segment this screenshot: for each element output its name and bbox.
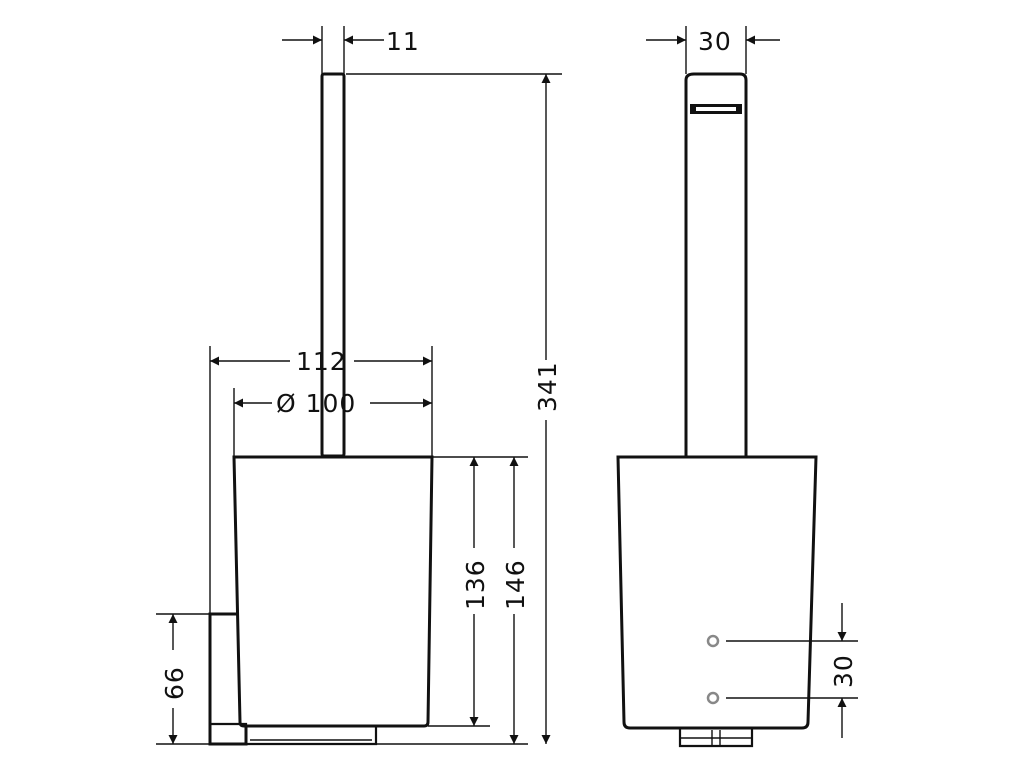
dim-handle-thickness: 11 [282,26,420,74]
dim-holder-depth: 30 [646,26,780,74]
dim-bowl-height-136: 136 [428,456,528,727]
dim-overall-height: 341 [346,73,562,744]
dim-label-136: 136 [461,559,490,610]
dim-label-341: 341 [533,361,562,412]
base-foot [246,724,378,746]
dim-label-11: 11 [386,27,420,56]
brush-bowl [232,455,434,728]
dim-label-66: 66 [160,666,189,700]
mounting-hole-upper [706,634,720,648]
brush-bowl-front [616,455,818,730]
side-view: 11 341 112 Ø 100 [156,26,562,746]
brush-handle-front [684,72,748,457]
base-foot-front [678,728,754,748]
dim-hole-spacing: 30 [726,603,858,738]
mounting-hole-lower [706,691,720,705]
front-view: 30 30 [616,26,858,748]
dim-bowl-height-146: 146 [376,457,530,745]
dim-bracket-height: 66 [156,613,210,745]
dim-bowl-diameter: Ø 100 [233,388,432,457]
dim-label-112: 112 [296,347,347,376]
dim-label-30-top: 30 [698,27,732,56]
dim-label-146: 146 [501,559,530,610]
dim-label-30-holes: 30 [829,654,858,688]
dim-label-100: Ø 100 [276,389,356,418]
dim-overall-width: 112 [209,346,433,614]
